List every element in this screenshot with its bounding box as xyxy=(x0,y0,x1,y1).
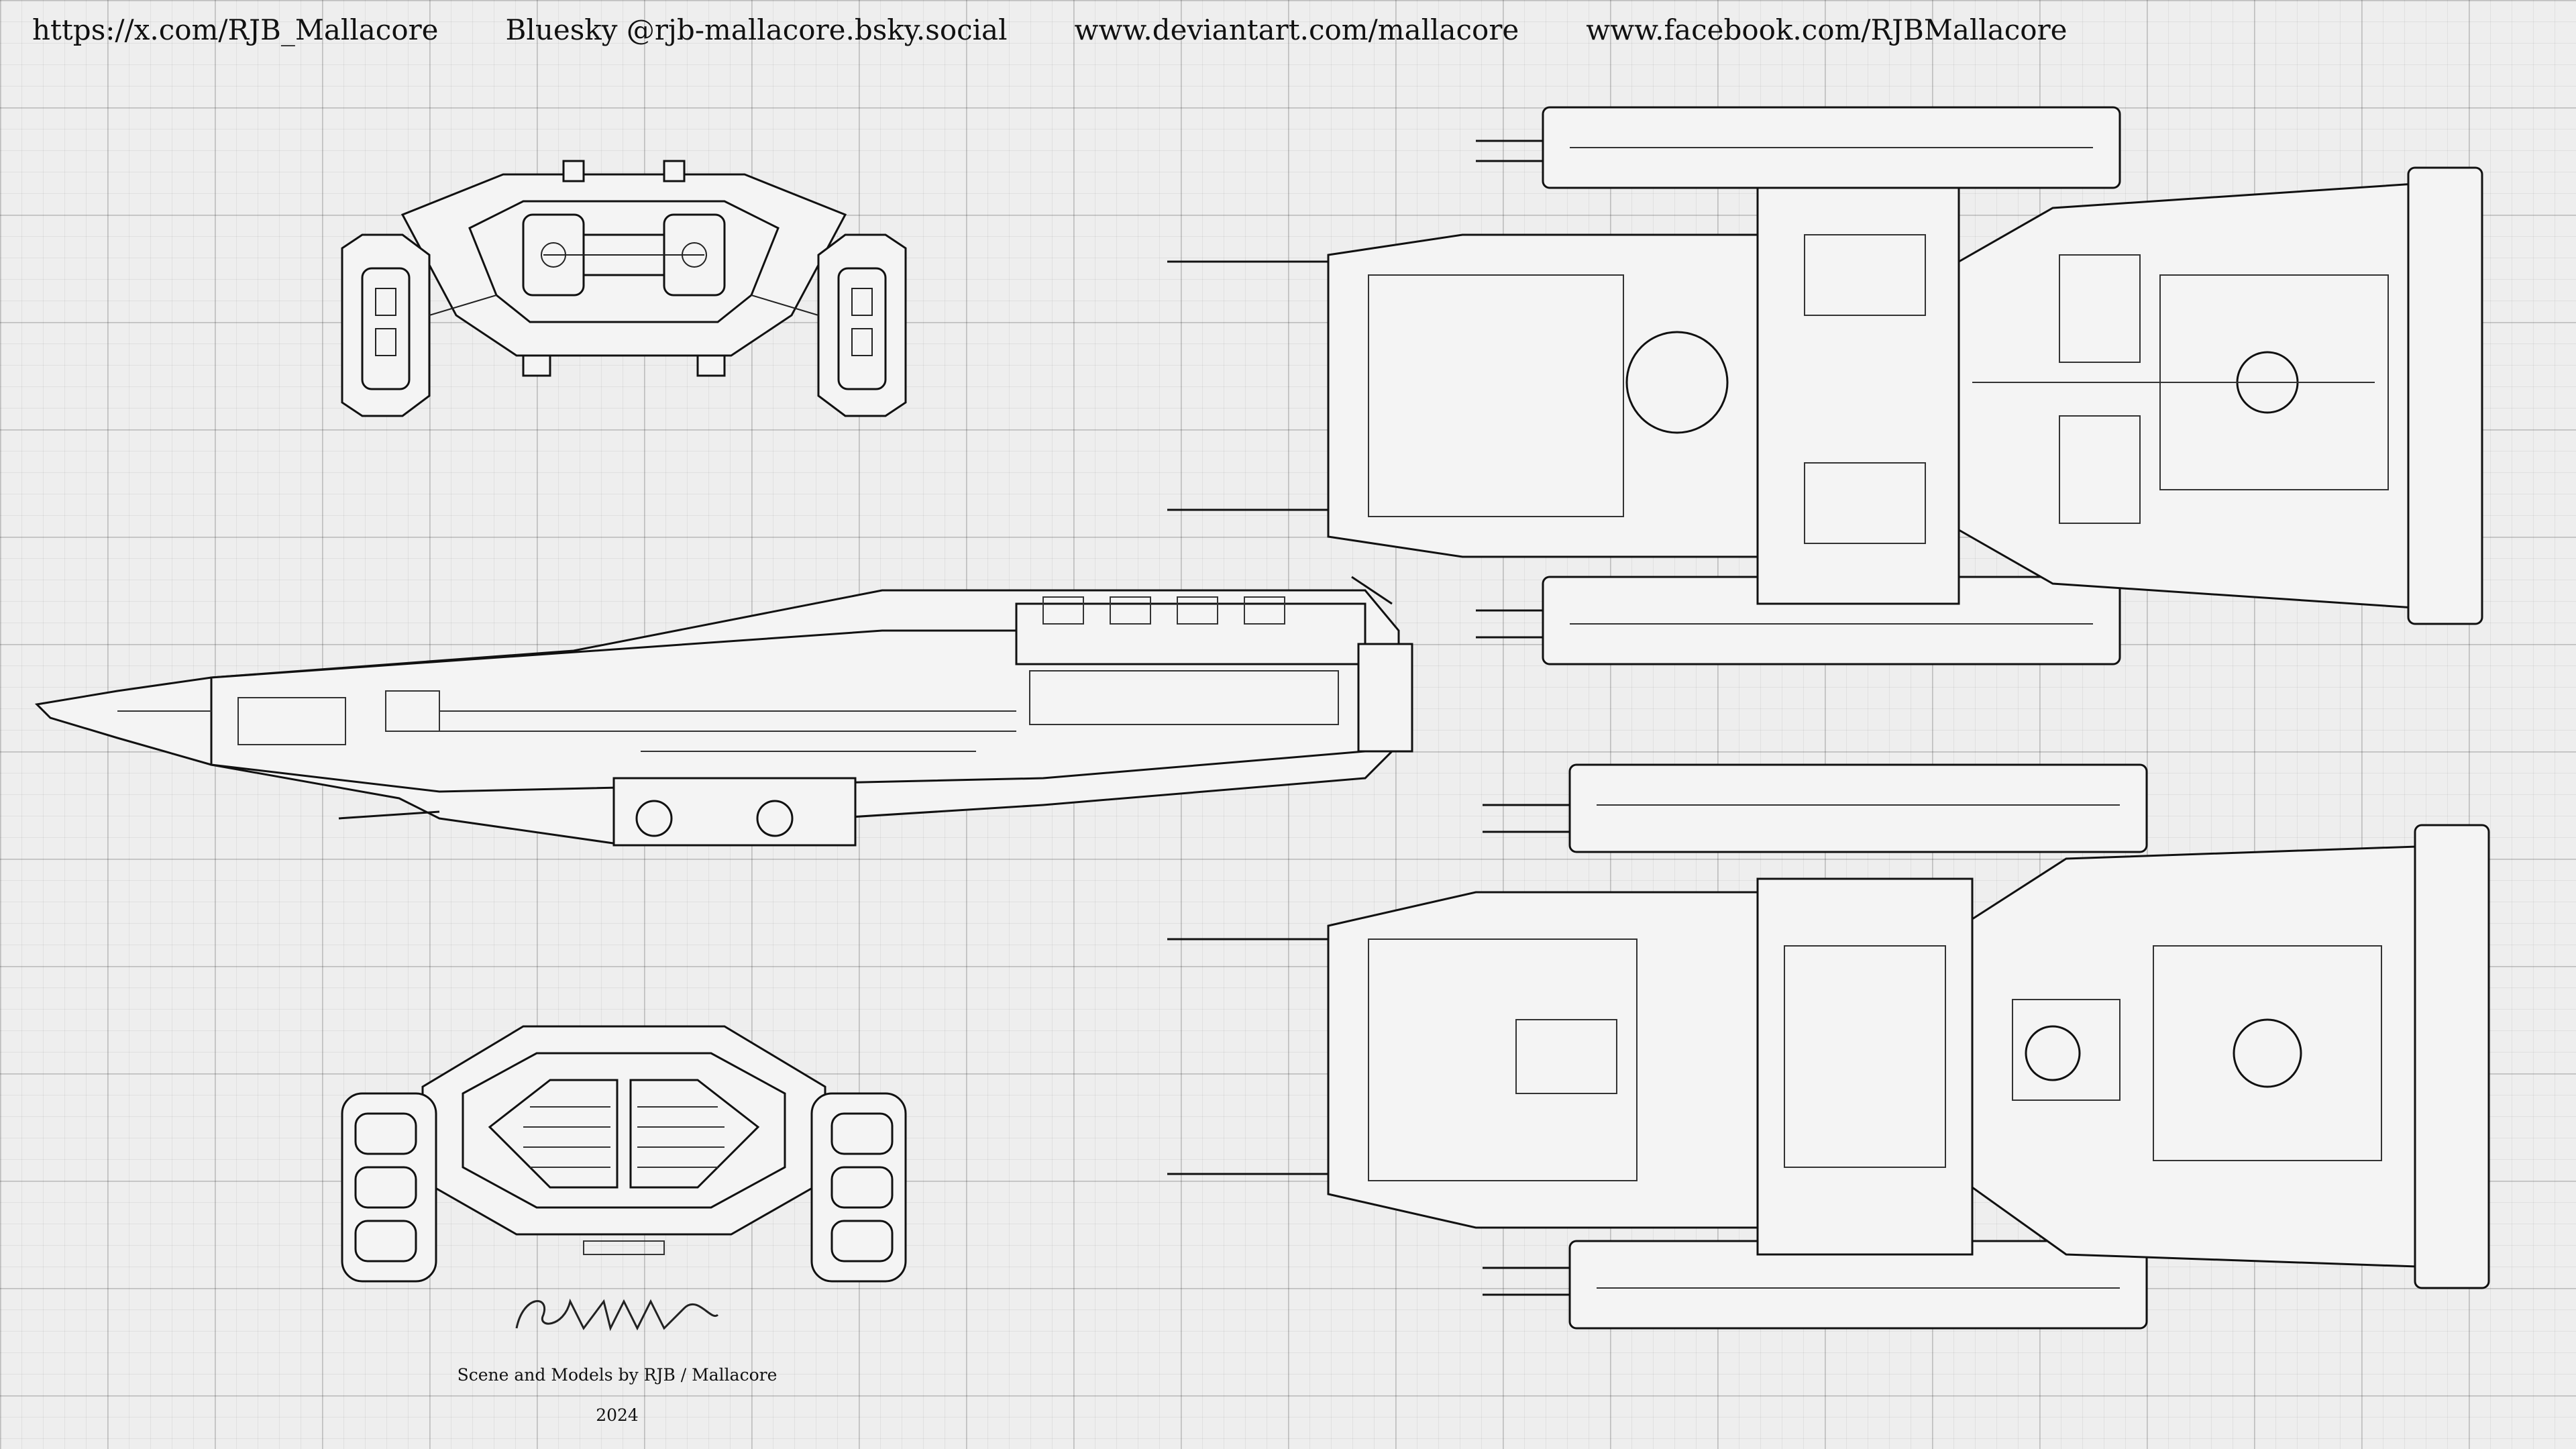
front-view-drawing xyxy=(322,154,926,436)
bluesky-link[interactable]: Bluesky @rjb-mallacore.bsky.social xyxy=(505,13,1008,46)
deviantart-link[interactable]: www.deviantart.com/mallacore xyxy=(1074,13,1519,46)
facebook-link[interactable]: www.facebook.com/RJBMallacore xyxy=(1586,13,2068,46)
top-view-drawing xyxy=(1167,101,2522,691)
side-view-drawing xyxy=(37,577,1419,859)
x-link[interactable]: https://x.com/RJB_Mallacore xyxy=(32,13,439,46)
credits-year: 2024 xyxy=(596,1405,639,1425)
bottom-view-drawing xyxy=(329,1006,919,1295)
credits-line: Scene and Models by RJB / Mallacore xyxy=(457,1365,777,1385)
underside-view-drawing xyxy=(1167,758,2522,1348)
signature-graphic xyxy=(510,1288,724,1342)
social-links-bar: https://x.com/RJB_Mallacore Bluesky @rjb… xyxy=(32,8,2068,51)
